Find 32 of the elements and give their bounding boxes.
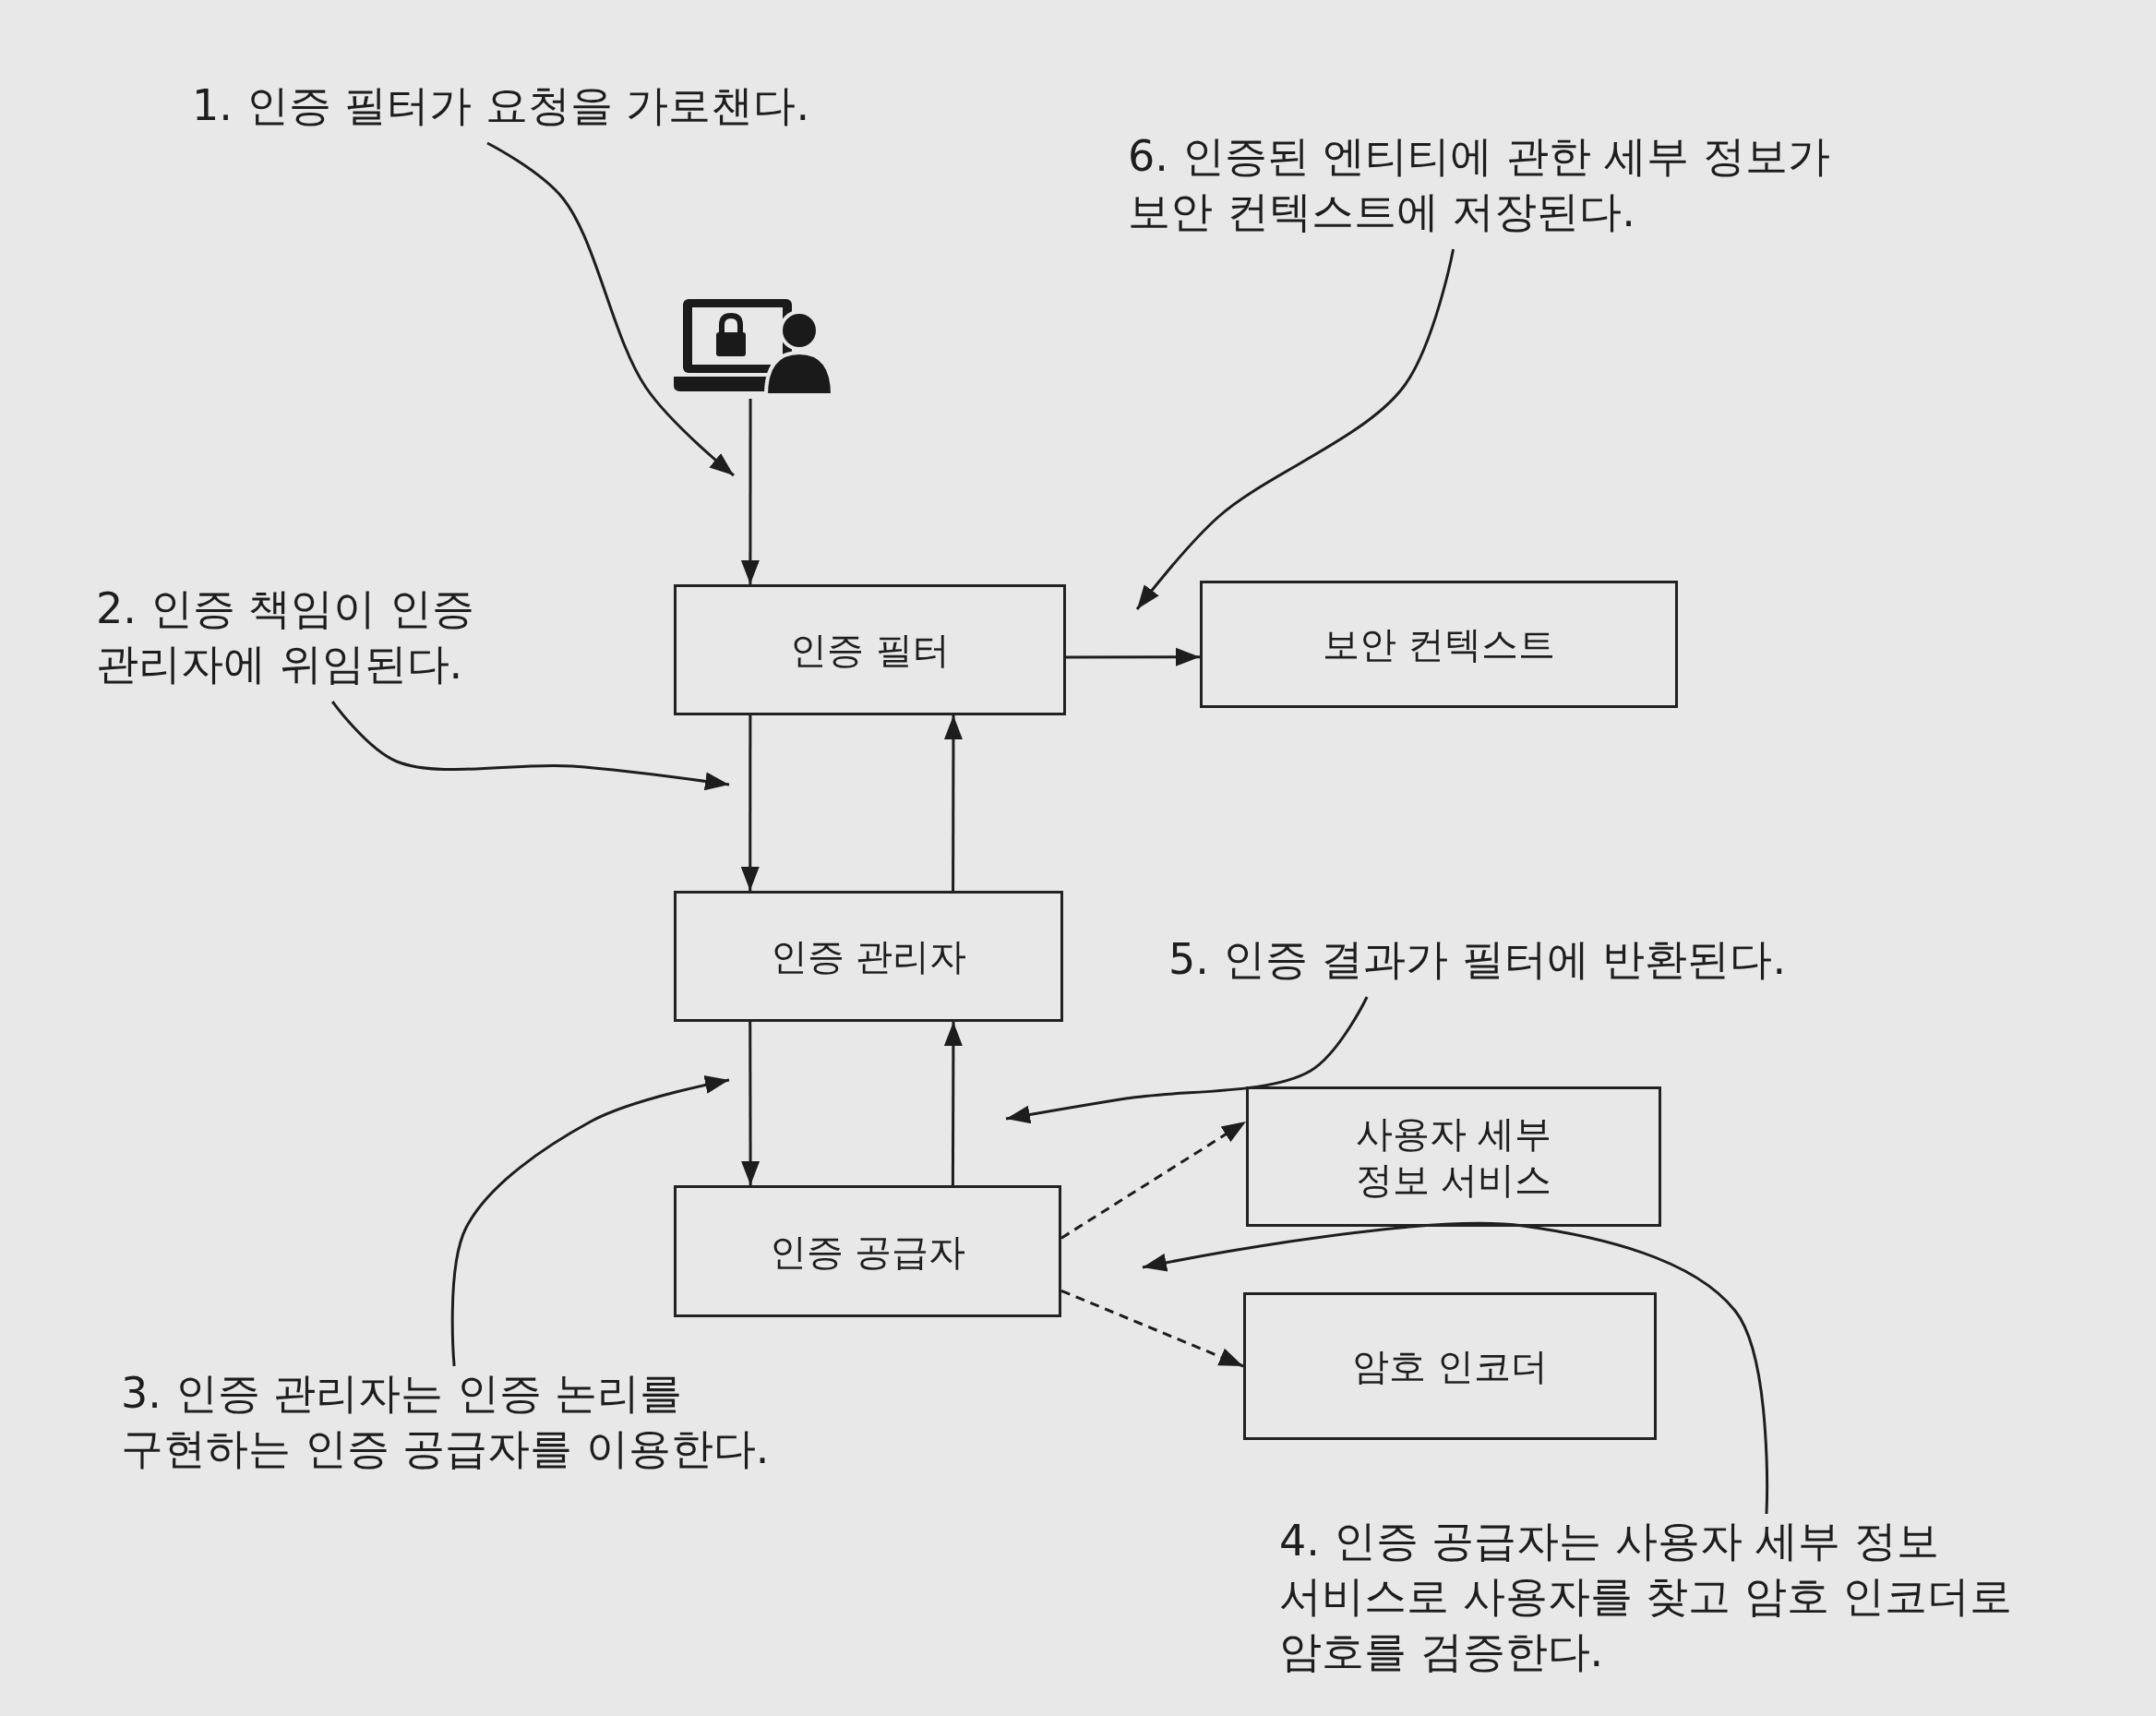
annotation-text: 2. 인증 책임이 인증 관리자에 위임된다. — [96, 582, 475, 690]
box-label: 인증 필터 — [790, 628, 950, 673]
annotation-text: 1. 인증 필터가 요청을 가로챈다. — [192, 79, 810, 132]
annotation-text: 4. 인증 공급자는 사용자 세부 정보 서비스로 사용자를 찾고 암호 인코더로 암호를 검증한다. — [1279, 1515, 2014, 1678]
annotation-text: 6. 인증된 엔티티에 관한 세부 정보가 보안 컨텍스트에 저장된다. — [1128, 130, 1831, 238]
process-box — [1200, 581, 1678, 708]
process-box — [674, 891, 1063, 1022]
process-box — [674, 584, 1066, 715]
box-label: 인증 공급자 — [769, 1229, 966, 1275]
annotation-text: 5. 인증 결과가 필터에 반환된다. — [1168, 933, 1787, 986]
arrow — [740, 399, 760, 584]
leader-arrow — [450, 1075, 730, 1367]
dashed-arrow — [1060, 1290, 1244, 1368]
leader-arrow — [1005, 996, 1369, 1124]
arrow — [943, 715, 963, 891]
leader-arrow — [1135, 248, 1455, 610]
arrow — [943, 1022, 963, 1185]
box-label: 인증 관리자 — [770, 934, 967, 979]
process-box — [674, 1185, 1061, 1317]
box-label: 암호 인코더 — [1351, 1344, 1549, 1389]
leader-arrow — [331, 701, 730, 791]
arrow — [741, 1022, 761, 1185]
leader-arrow — [486, 141, 735, 477]
leader-arrow — [1142, 1222, 1768, 1515]
process-box — [1243, 1292, 1657, 1440]
annotation-text: 3. 인증 관리자는 인증 논리를 구현하는 인증 공급자를 이용한다. — [121, 1367, 771, 1475]
box-label: 보안 컨텍스트 — [1322, 622, 1556, 667]
box-label: 사용자 세부 정보 서비스 — [1354, 1111, 1553, 1203]
process-box — [1246, 1086, 1661, 1227]
dashed-arrow — [1060, 1120, 1247, 1240]
arrow — [1066, 647, 1200, 666]
arrow — [740, 715, 760, 891]
